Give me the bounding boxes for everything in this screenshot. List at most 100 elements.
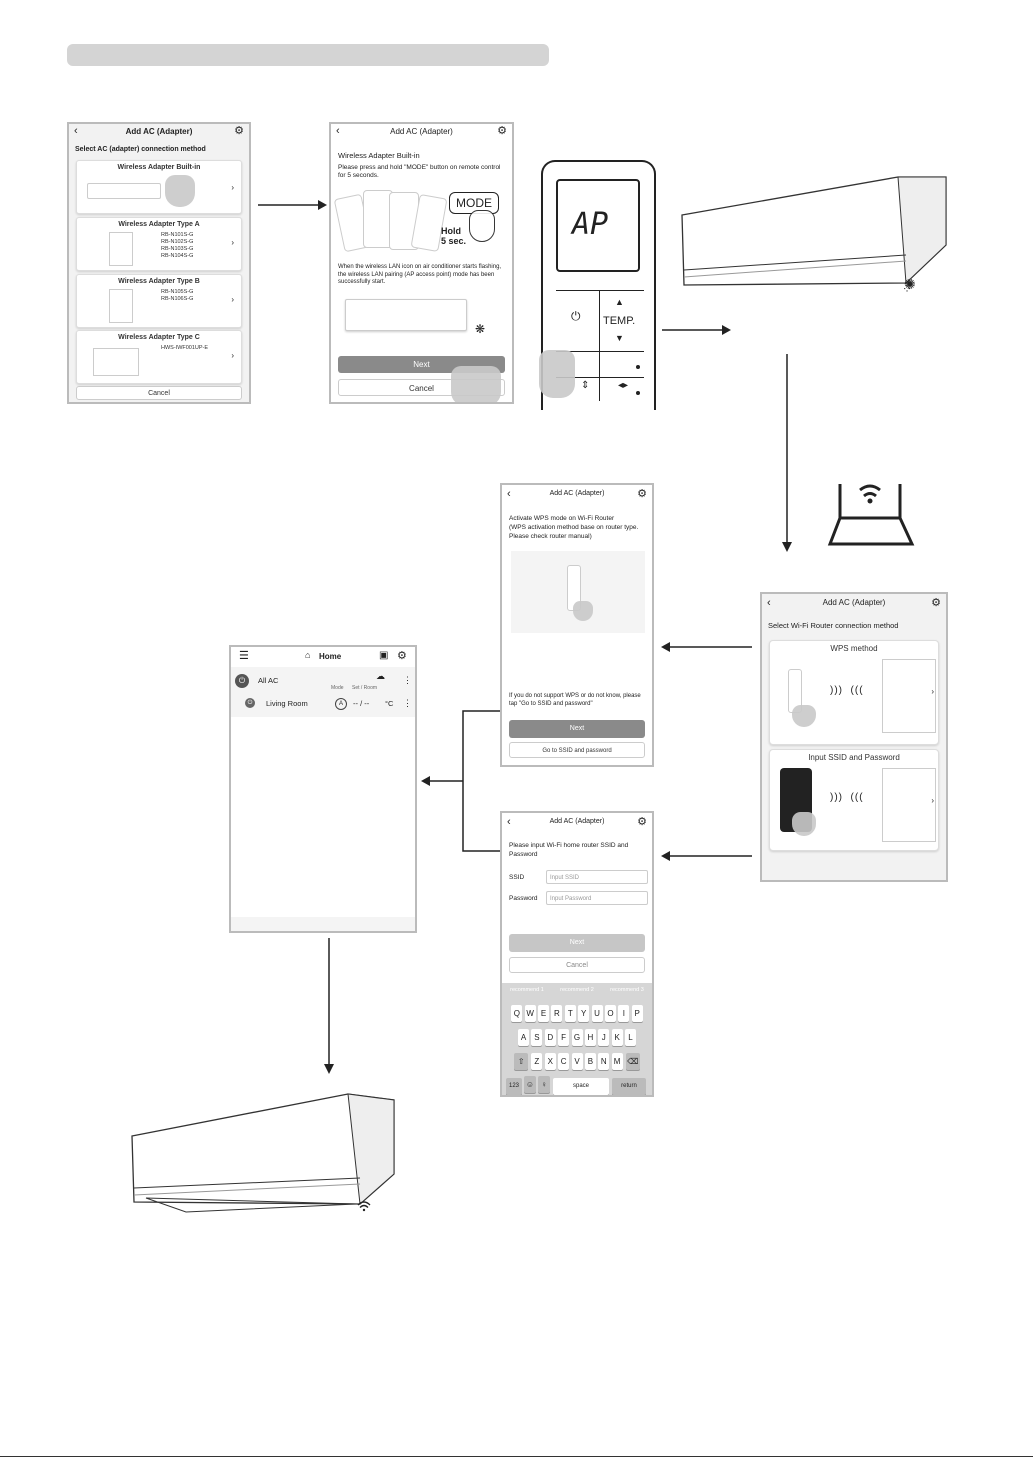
back-icon[interactable]: ‹ [507, 488, 511, 500]
gear-icon[interactable]: ⚙ [637, 816, 647, 828]
all-ac-label: All AC [258, 676, 279, 685]
back-icon[interactable]: ‹ [507, 816, 511, 828]
ssid-input[interactable]: Input SSID [546, 870, 648, 884]
key[interactable]: X [544, 1053, 556, 1070]
key[interactable]: R [551, 1005, 563, 1022]
signal-waves-icon: ))) ((( [830, 685, 864, 696]
key[interactable]: I [618, 1005, 630, 1022]
space-key[interactable]: space [553, 1078, 609, 1095]
chevron-right-icon: › [231, 351, 234, 360]
suggestion-item[interactable]: recommend 2 [560, 987, 594, 993]
return-key[interactable]: return [612, 1078, 646, 1095]
key[interactable]: M [611, 1053, 623, 1070]
hold-label: Hold 5 sec. [441, 226, 467, 246]
microphone-key[interactable]: ♀ [538, 1076, 550, 1093]
key[interactable]: B [584, 1053, 596, 1070]
power-icon[interactable]: ⏻ [245, 698, 255, 708]
pointing-hand-icon [165, 175, 195, 207]
gear-icon[interactable]: ⚙ [497, 125, 507, 137]
temperature-value: -- / -- [353, 699, 370, 708]
emoji-key[interactable]: ☺ [524, 1076, 536, 1093]
screen-header: ‹ Add AC (Adapter) ⚙ [331, 124, 512, 139]
flow-arrow [782, 354, 792, 552]
key[interactable]: N [598, 1053, 610, 1070]
key[interactable]: L [625, 1029, 636, 1046]
power-button[interactable]: ⏻ [571, 309, 581, 323]
option-input-ssid[interactable]: Input SSID and Password ))) ((( › [769, 749, 939, 851]
auto-mode-icon: A [335, 698, 347, 710]
cancel-button[interactable]: Cancel [509, 957, 645, 973]
wifi-flashing-icon: ✺ [904, 276, 916, 292]
shift-key[interactable]: ⇧ [514, 1053, 529, 1070]
key[interactable]: Q [511, 1005, 523, 1022]
next-button[interactable]: Next [509, 720, 645, 738]
key[interactable]: J [598, 1029, 610, 1046]
key[interactable]: O [604, 1005, 616, 1022]
option-type-b[interactable]: Wireless Adapter Type B RB-N105S-G RB-N1… [76, 274, 242, 328]
power-icon[interactable]: ⏻ [235, 674, 249, 688]
key[interactable]: D [544, 1029, 556, 1046]
key[interactable]: Z [531, 1053, 543, 1070]
cancel-button[interactable]: Cancel [76, 386, 242, 400]
backspace-key[interactable]: ⌫ [625, 1053, 640, 1070]
chevron-right-icon: › [231, 295, 234, 304]
screen-header: ‹ Add AC (Adapter) ⚙ [69, 124, 249, 139]
screen-subtitle: Select AC (adapter) connection method [75, 146, 206, 153]
option-type-c[interactable]: Wireless Adapter Type C HWS-IWF001UP-E › [76, 330, 242, 384]
room-row[interactable]: ⏻ Living Room A -- / -- °C ⋮ [231, 693, 415, 715]
gear-icon[interactable]: ⚙ [397, 650, 407, 662]
wifi-icon [357, 1201, 371, 1212]
option-builtin[interactable]: Wireless Adapter Built-in › [76, 160, 242, 214]
next-button[interactable]: Next [509, 934, 645, 952]
instruction-text: Please press and hold "MODE" button on r… [338, 164, 501, 179]
key[interactable]: Y [578, 1005, 590, 1022]
back-icon[interactable]: ‹ [767, 597, 771, 609]
all-ac-row[interactable]: ⏻ All AC ☁ ⋮ Mode Set / Room [231, 671, 415, 693]
pointing-hand-icon [792, 812, 816, 836]
more-icon[interactable]: ⋮ [403, 675, 412, 685]
gear-icon[interactable]: ⚙ [234, 125, 244, 137]
go-to-ssid-button[interactable]: Go to SSID and password [509, 742, 645, 758]
remote-keypad: ⏻ ▲ TEMP. ▼ ⇕ ◂▸ [556, 290, 644, 401]
instruction-text: Please input Wi-Fi home router SSID and … [509, 842, 629, 858]
more-icon[interactable]: ⋮ [403, 698, 412, 708]
key[interactable]: H [584, 1029, 596, 1046]
router-image [882, 768, 936, 842]
swing-vertical-button[interactable]: ⇕ [581, 380, 590, 391]
flow-arrow [661, 851, 752, 861]
flash-note: When the wireless LAN icon on air condit… [338, 264, 502, 285]
key[interactable]: E [538, 1005, 550, 1022]
key[interactable]: S [531, 1029, 543, 1046]
menu-icon[interactable]: ☰ [239, 650, 249, 662]
password-input[interactable]: Input Password [546, 891, 648, 905]
password-label: Password [509, 895, 538, 902]
key[interactable]: G [571, 1029, 583, 1046]
key[interactable]: T [564, 1005, 576, 1022]
chevron-right-icon: › [231, 183, 234, 192]
screen-wps: ‹ Add AC (Adapter) ⚙ Activate WPS mode o… [500, 483, 654, 767]
key[interactable]: W [524, 1005, 536, 1022]
swing-horizontal-button[interactable]: ◂▸ [618, 380, 629, 391]
back-icon[interactable]: ‹ [336, 125, 340, 137]
suggestion-item[interactable]: recommend 1 [510, 987, 544, 993]
key[interactable]: K [611, 1029, 623, 1046]
key[interactable]: U [591, 1005, 603, 1022]
suggestion-item[interactable]: recommend 3 [610, 987, 644, 993]
key[interactable]: A [518, 1029, 529, 1046]
gear-icon[interactable]: ⚙ [637, 488, 647, 500]
key[interactable]: P [631, 1005, 643, 1022]
numbers-key[interactable]: 123 [506, 1078, 522, 1095]
key[interactable]: C [558, 1053, 570, 1070]
back-icon[interactable]: ‹ [74, 125, 78, 137]
option-title: Wireless Adapter Built-in [117, 164, 201, 171]
schedule-icon[interactable]: ▣ [379, 650, 389, 661]
temp-up-button[interactable]: ▲ [615, 297, 624, 307]
gear-icon[interactable]: ⚙ [931, 597, 941, 609]
temp-down-button[interactable]: ▼ [615, 333, 624, 343]
key[interactable]: V [571, 1053, 583, 1070]
option-wps-method[interactable]: WPS method ))) ((( › [769, 640, 939, 745]
option-type-a[interactable]: Wireless Adapter Type A RB-N101S-G RB-N1… [76, 217, 242, 271]
key[interactable]: F [558, 1029, 570, 1046]
add-ac-icon[interactable]: ☁ [376, 671, 385, 681]
